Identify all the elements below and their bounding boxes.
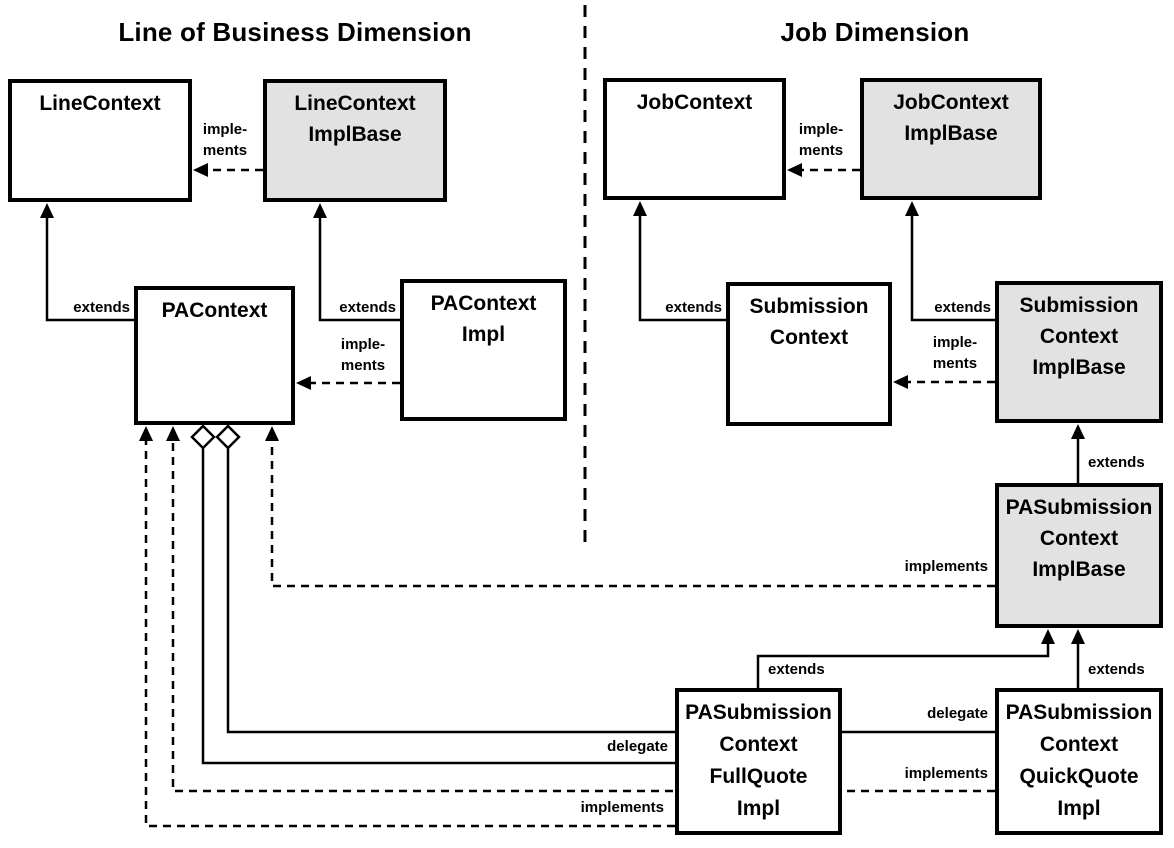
node-pa-context-impl: PAContext Impl <box>400 279 567 421</box>
label-extends: extends <box>934 299 991 316</box>
edge-pasubimplbase-implements-pacontext <box>270 440 995 588</box>
label-delegate: delegate <box>607 738 668 755</box>
label-extends: extends <box>73 299 130 316</box>
arrowhead-up <box>265 426 279 441</box>
arrowhead-left <box>893 375 908 389</box>
label-implements: imple- ments <box>202 121 248 159</box>
edge-pacontext-extends-linecontext <box>45 217 134 322</box>
label-delegate: delegate <box>927 705 988 722</box>
node-job-context: JobContext <box>603 78 786 200</box>
arrowhead-up <box>1071 424 1085 439</box>
node-pa-submission-context-impl-base: PASubmission Context ImplBase <box>995 483 1163 628</box>
edge-pacontextimpl-extends-linecontextimplbase <box>318 217 400 322</box>
edge-fullquote-delegate-pacontext <box>201 448 675 765</box>
arrowhead-left <box>296 376 311 390</box>
edge-submissioncontextimplbase-extends-jobcontextimplbase <box>910 215 995 322</box>
arrowhead-left <box>193 163 208 177</box>
arrowhead-left <box>787 163 802 177</box>
diamond-delegate <box>190 424 216 450</box>
edge-fullquote-extends-pasubimplbase <box>756 643 1050 688</box>
label-implements: imple- ments <box>340 336 386 374</box>
label-extends: extends <box>1088 454 1145 471</box>
arrowhead-up <box>1041 629 1055 644</box>
label-extends: extends <box>1088 661 1145 678</box>
node-pa-context: PAContext <box>134 286 295 425</box>
arrowheads <box>40 163 1085 644</box>
edge-quickquote-delegate-pacontext <box>226 448 995 734</box>
node-submission-context: Submission Context <box>726 282 892 426</box>
label-extends: extends <box>768 661 825 678</box>
node-job-context-impl-base: JobContext ImplBase <box>860 78 1042 200</box>
diamond-delegate <box>215 424 241 450</box>
node-pa-submission-context-quick-quote-impl: PASubmission Context QuickQuote Impl <box>995 688 1163 835</box>
node-pa-submission-context-full-quote-impl: PASubmission Context FullQuote Impl <box>675 688 842 835</box>
label-implements: implements <box>904 765 988 782</box>
label-extends: extends <box>665 299 722 316</box>
arrowhead-up <box>633 201 647 216</box>
arrowhead-up <box>166 426 180 441</box>
node-line-context: LineContext <box>8 79 192 202</box>
label-implements: implements <box>904 558 988 575</box>
label-implements: imple- ments <box>798 121 844 159</box>
node-submission-context-impl-base: Submission Context ImplBase <box>995 281 1163 423</box>
arrowhead-up <box>313 203 327 218</box>
arrowhead-up <box>40 203 54 218</box>
edge-fullquote-implements-pacontext <box>144 440 675 828</box>
aggregation-diamonds <box>190 424 241 450</box>
arrowhead-up <box>1071 629 1085 644</box>
arrowhead-up <box>905 201 919 216</box>
arrowhead-up <box>139 426 153 441</box>
label-extends: extends <box>339 299 396 316</box>
left-section-title: Line of Business Dimension <box>118 17 472 47</box>
edge-submissioncontext-extends-jobcontext <box>638 215 726 322</box>
label-implements: imple- ments <box>932 334 978 372</box>
right-section-title: Job Dimension <box>780 17 970 47</box>
label-implements: implements <box>580 799 664 816</box>
node-line-context-impl-base: LineContext ImplBase <box>263 79 447 202</box>
